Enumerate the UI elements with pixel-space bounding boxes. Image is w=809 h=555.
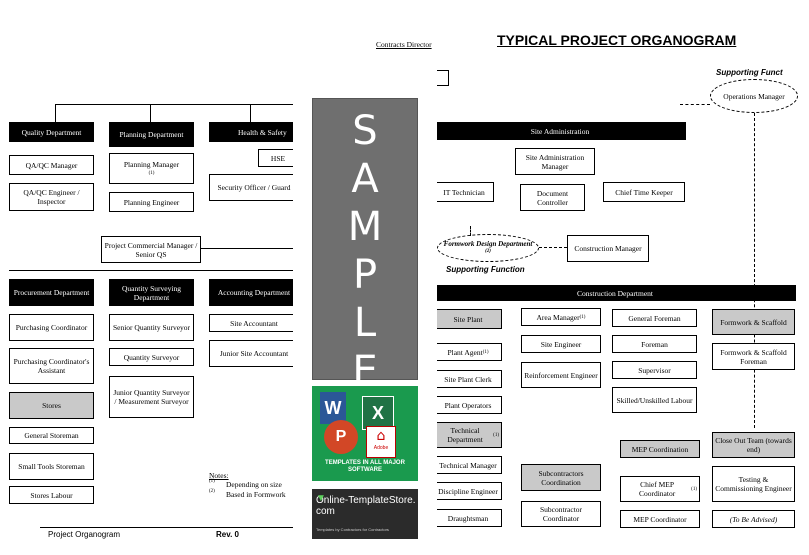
- connector: [55, 104, 56, 123]
- sample-letter-m: M: [347, 204, 383, 250]
- word-icon: W: [320, 392, 346, 424]
- sample-letter-p: P: [352, 252, 378, 298]
- skilled-unskilled-labour: Skilled/Unskilled Labour: [612, 387, 697, 413]
- document-controller: Document Controller: [520, 184, 585, 211]
- supervisor: Supervisor: [612, 361, 697, 379]
- page-title: TYPICAL PROJECT ORGANOGRAM: [497, 32, 737, 48]
- supporting-function-top-label: Supporting Funct: [716, 68, 783, 77]
- construction-manager: Construction Manager: [567, 235, 649, 262]
- store-tagline: Templates by Contractors for Contractors: [316, 527, 389, 532]
- senior-qs: Senior Quantity Surveyor: [109, 314, 194, 341]
- draughtsman: Draughtsman: [434, 509, 502, 527]
- construction-department: Construction Department: [434, 285, 796, 301]
- qs-department: Quantity Surveying Department: [109, 279, 194, 306]
- stores: Stores: [9, 392, 94, 419]
- note-1-mark: (1): [209, 479, 215, 484]
- discipline-engineer: Discipline Engineer: [434, 482, 502, 500]
- formwork-scaffold: Formwork & Scaffold: [712, 309, 795, 335]
- planning-manager: Planning Manager(1): [109, 153, 194, 184]
- small-tools-storeman: Small Tools Storeman: [9, 453, 94, 480]
- site-engineer: Site Engineer: [521, 335, 601, 353]
- purchasing-assistant: Purchasing Coordinator's Assistant: [9, 348, 94, 384]
- dashed-connector: [680, 104, 710, 105]
- mid-branch-line: [9, 270, 301, 271]
- notes-label: Notes:: [209, 471, 229, 480]
- plant-operators: Plant Operators: [434, 396, 502, 414]
- mep-coordination: MEP Coordination: [620, 440, 700, 458]
- powerpoint-icon: P: [324, 420, 358, 454]
- sample-letter-l: L: [353, 300, 377, 346]
- site-admin-manager: Site Administration Manager: [515, 148, 595, 175]
- connector: [250, 104, 251, 123]
- subcontractors-coordination: Subcontractors Coordination: [521, 464, 601, 491]
- close-out-team: Close Out Team (towards end): [712, 432, 795, 458]
- qa-qc-engineer: QA/QC Engineer / Inspector: [9, 183, 94, 211]
- dashed-connector: [539, 247, 567, 248]
- contracts-director-label: Contracts Director: [376, 40, 432, 49]
- note-1-text: Depending on size: [226, 480, 282, 489]
- connector: [201, 248, 301, 249]
- operations-manager-node: Operations Manager: [710, 79, 798, 113]
- mep-coordinator: MEP Coordinator: [620, 510, 700, 528]
- supporting-function-mid-label: Supporting Function: [446, 265, 525, 274]
- footer-revision: Rev. 0: [216, 530, 239, 539]
- site-plant-clerk: Site Plant Clerk: [434, 370, 502, 388]
- note-2-text: Based in Formwork: [226, 490, 286, 499]
- templates-tagline: TEMPLATES IN ALL MAJOR SOFTWARE: [325, 460, 405, 473]
- it-technician: IT Technician: [434, 182, 494, 202]
- general-foreman: General Foreman: [612, 309, 697, 327]
- note-2-mark: (2): [209, 489, 215, 494]
- accounting-department: Accounting Department: [209, 279, 299, 306]
- qa-qc-manager: QA/QC Manager: [9, 155, 94, 175]
- store-name: Online-TemplateStore.com: [316, 495, 416, 517]
- subcontractor-coordinator: Subcontractor Coordinator: [521, 501, 601, 527]
- dashed-connector: [754, 113, 755, 428]
- planning-department: Planning Department: [109, 122, 194, 147]
- chief-mep-coordinator: Chief MEP Coordinator(1): [620, 476, 700, 502]
- health-safety-department: Health & Safety: [209, 122, 299, 142]
- footer-title: Project Organogram: [48, 530, 121, 539]
- general-storeman: General Storeman: [9, 427, 94, 444]
- formwork-design-dept: Formwork Design Department(2): [437, 234, 539, 262]
- quality-department: Quality Department: [9, 122, 94, 142]
- footer-rule: [40, 527, 300, 528]
- hse-box: HSE: [258, 149, 298, 167]
- technical-department: Technical Department(1): [434, 422, 502, 448]
- junior-site-accountant: Junior Site Accountant: [209, 340, 299, 367]
- plant-agent: Plant Agent(1): [434, 343, 502, 361]
- stores-labour: Stores Labour: [9, 486, 94, 504]
- junior-qs: Junior Quantity Surveyor / Measurement S…: [109, 376, 194, 418]
- security-officer: Security Officer / Guard: [209, 174, 299, 201]
- testing-commissioning-engineer: Testing & Commissioning Engineer: [712, 466, 795, 502]
- sample-letter-a: A: [351, 156, 379, 202]
- to-be-advised: (To Be Advised): [712, 510, 795, 528]
- site-accountant: Site Accountant: [209, 314, 299, 332]
- reinforcement-engineer: Reinforcement Engineer: [521, 362, 601, 388]
- sample-letter-s: S: [352, 108, 378, 154]
- chief-time-keeper: Chief Time Keeper: [603, 182, 685, 202]
- quantity-surveyor: Quantity Surveyor: [109, 348, 194, 366]
- excel-icon: X: [362, 396, 394, 430]
- connector: [150, 104, 151, 123]
- top-branch-line: [55, 104, 435, 105]
- planning-engineer: Planning Engineer: [109, 192, 194, 212]
- area-manager: Area Manager(1): [521, 308, 601, 326]
- sample-banner: S A M P L E: [312, 98, 418, 394]
- formwork-scaffold-foreman: Formwork & Scaffold Foreman: [712, 343, 795, 370]
- dashed-connector: [470, 226, 471, 236]
- procurement-department: Procurement Department: [9, 279, 94, 306]
- software-icons-panel: W X P ⌂ Adobe TEMPLATES IN ALL MAJOR SOF…: [312, 386, 418, 481]
- foreman: Foreman: [612, 335, 697, 353]
- purchasing-coordinator: Purchasing Coordinator: [9, 314, 94, 341]
- template-store-logo: Online-TemplateStore.com ▼ Templates by …: [312, 489, 418, 539]
- project-commercial-manager: Project Commercial Manager / Senior QS: [101, 236, 201, 263]
- adobe-pdf-icon: ⌂ Adobe: [366, 426, 396, 458]
- technical-manager: Technical Manager: [434, 456, 502, 474]
- store-arrow-icon: ▼: [316, 493, 326, 504]
- site-administration: Site Administration: [434, 122, 686, 140]
- site-plant: Site Plant: [434, 309, 502, 329]
